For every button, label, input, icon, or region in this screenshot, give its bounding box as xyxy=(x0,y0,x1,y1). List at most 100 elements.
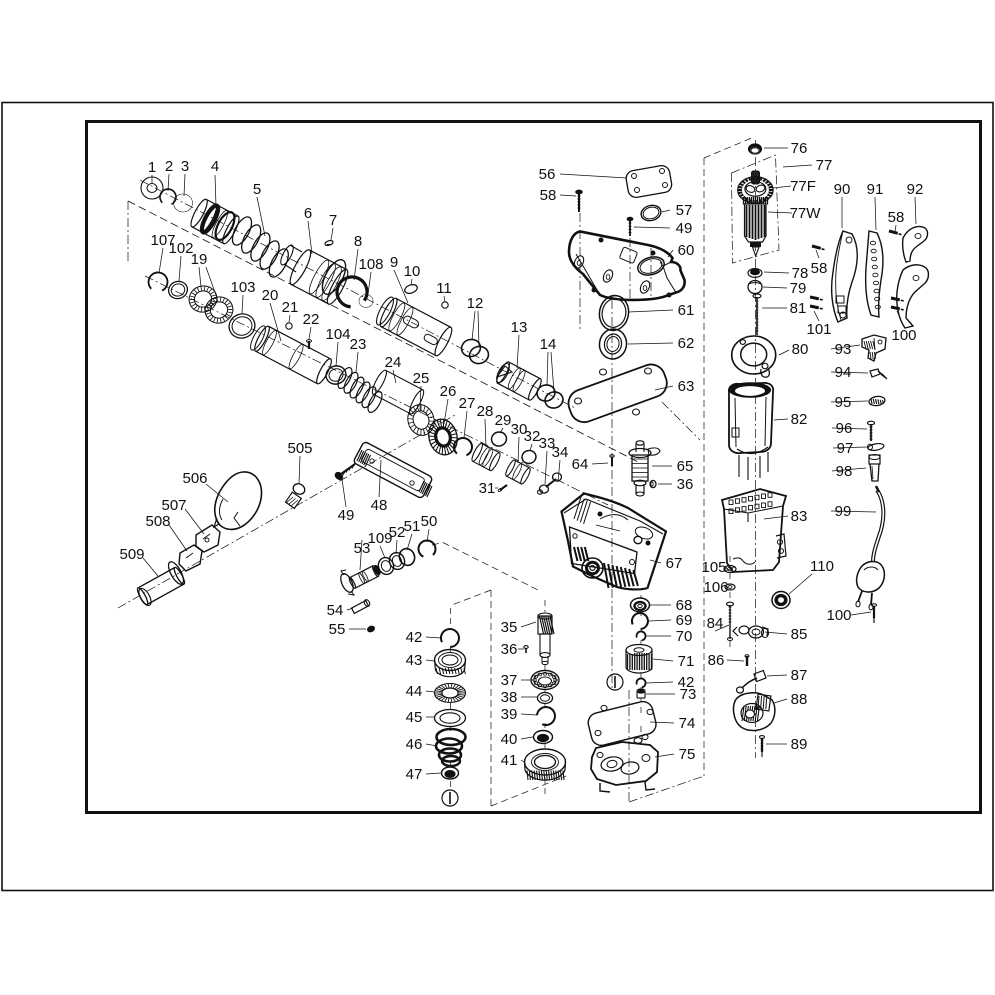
svg-text:2: 2 xyxy=(165,158,173,175)
svg-text:49: 49 xyxy=(338,507,355,524)
svg-text:58: 58 xyxy=(540,187,557,204)
svg-text:29: 29 xyxy=(495,412,512,429)
svg-text:82: 82 xyxy=(791,411,808,428)
svg-text:60: 60 xyxy=(678,242,695,259)
svg-text:4: 4 xyxy=(211,158,219,175)
svg-text:63: 63 xyxy=(678,378,695,395)
svg-text:6: 6 xyxy=(304,205,312,222)
svg-text:39: 39 xyxy=(501,706,518,723)
svg-text:42: 42 xyxy=(406,629,423,646)
svg-text:51: 51 xyxy=(404,518,421,535)
svg-text:25: 25 xyxy=(413,370,430,387)
svg-text:56: 56 xyxy=(539,166,556,183)
svg-text:94: 94 xyxy=(835,364,852,381)
svg-text:70: 70 xyxy=(676,628,693,645)
svg-text:42: 42 xyxy=(678,674,695,691)
svg-text:100: 100 xyxy=(891,327,916,344)
svg-text:67: 67 xyxy=(666,555,683,572)
svg-text:58: 58 xyxy=(888,209,905,226)
svg-text:22: 22 xyxy=(303,311,320,328)
svg-text:77: 77 xyxy=(816,157,833,174)
svg-text:109: 109 xyxy=(367,530,392,547)
svg-text:24: 24 xyxy=(385,354,402,371)
svg-text:53: 53 xyxy=(354,540,371,557)
svg-text:101: 101 xyxy=(806,321,831,338)
svg-text:73: 73 xyxy=(680,686,697,703)
svg-text:10: 10 xyxy=(404,263,421,280)
svg-text:61: 61 xyxy=(678,302,695,319)
svg-text:11: 11 xyxy=(436,280,452,297)
svg-text:57: 57 xyxy=(676,202,693,219)
svg-text:12: 12 xyxy=(467,295,484,312)
svg-text:13: 13 xyxy=(511,319,528,336)
svg-text:3: 3 xyxy=(181,158,189,175)
svg-text:77F: 77F xyxy=(790,178,816,195)
svg-text:69: 69 xyxy=(676,612,693,629)
svg-text:41: 41 xyxy=(501,752,518,769)
svg-text:43: 43 xyxy=(406,652,423,669)
svg-text:50: 50 xyxy=(421,513,438,530)
svg-text:19: 19 xyxy=(191,251,208,268)
svg-text:97: 97 xyxy=(837,440,854,457)
svg-text:62: 62 xyxy=(678,335,695,352)
svg-text:31: 31 xyxy=(479,480,496,497)
svg-text:507: 507 xyxy=(161,497,186,514)
svg-text:92: 92 xyxy=(907,181,924,198)
svg-text:107: 107 xyxy=(150,232,175,249)
svg-text:77W: 77W xyxy=(790,205,822,222)
svg-text:48: 48 xyxy=(371,497,388,514)
svg-text:38: 38 xyxy=(501,689,518,706)
svg-text:98: 98 xyxy=(836,463,853,480)
svg-text:37: 37 xyxy=(501,672,518,689)
svg-text:108: 108 xyxy=(358,256,383,273)
svg-text:86: 86 xyxy=(708,652,725,669)
svg-text:33: 33 xyxy=(539,435,556,452)
svg-text:23: 23 xyxy=(350,336,367,353)
svg-text:81: 81 xyxy=(790,300,807,317)
svg-text:509: 509 xyxy=(119,546,144,563)
svg-text:55: 55 xyxy=(329,621,346,638)
svg-text:46: 46 xyxy=(406,736,423,753)
svg-text:74: 74 xyxy=(679,715,696,732)
svg-text:1: 1 xyxy=(148,159,156,176)
svg-text:110: 110 xyxy=(810,558,834,575)
svg-text:5: 5 xyxy=(253,181,261,198)
svg-text:8: 8 xyxy=(354,233,362,250)
svg-text:28: 28 xyxy=(477,403,494,420)
svg-text:36: 36 xyxy=(501,641,518,658)
svg-text:35: 35 xyxy=(501,619,518,636)
svg-text:83: 83 xyxy=(791,508,808,525)
svg-text:96: 96 xyxy=(836,420,853,437)
svg-text:21: 21 xyxy=(282,299,299,316)
svg-text:89: 89 xyxy=(791,736,808,753)
svg-text:9: 9 xyxy=(390,254,398,271)
svg-text:44: 44 xyxy=(406,683,423,700)
svg-text:104: 104 xyxy=(325,326,350,343)
svg-text:93: 93 xyxy=(835,341,852,358)
svg-text:80: 80 xyxy=(792,341,809,358)
svg-text:68: 68 xyxy=(676,597,693,614)
svg-text:47: 47 xyxy=(406,766,423,783)
svg-text:505: 505 xyxy=(287,440,312,457)
svg-text:508: 508 xyxy=(145,513,170,530)
svg-text:90: 90 xyxy=(834,181,851,198)
svg-text:84: 84 xyxy=(707,615,724,632)
svg-text:40: 40 xyxy=(501,731,518,748)
svg-text:45: 45 xyxy=(406,709,423,726)
svg-text:30: 30 xyxy=(511,421,528,438)
svg-text:88: 88 xyxy=(791,691,808,708)
svg-text:34: 34 xyxy=(552,444,569,461)
svg-text:79: 79 xyxy=(790,280,807,297)
svg-text:7: 7 xyxy=(329,212,337,229)
svg-text:76: 76 xyxy=(791,140,808,157)
svg-text:20: 20 xyxy=(262,287,279,304)
svg-text:27: 27 xyxy=(459,395,476,412)
svg-text:106: 106 xyxy=(703,579,728,596)
svg-text:58: 58 xyxy=(811,260,828,277)
svg-text:32: 32 xyxy=(524,428,541,445)
svg-text:49: 49 xyxy=(676,220,693,237)
svg-text:105: 105 xyxy=(701,559,726,576)
svg-text:506: 506 xyxy=(182,470,207,487)
svg-text:87: 87 xyxy=(791,667,808,684)
svg-text:102: 102 xyxy=(168,240,193,257)
